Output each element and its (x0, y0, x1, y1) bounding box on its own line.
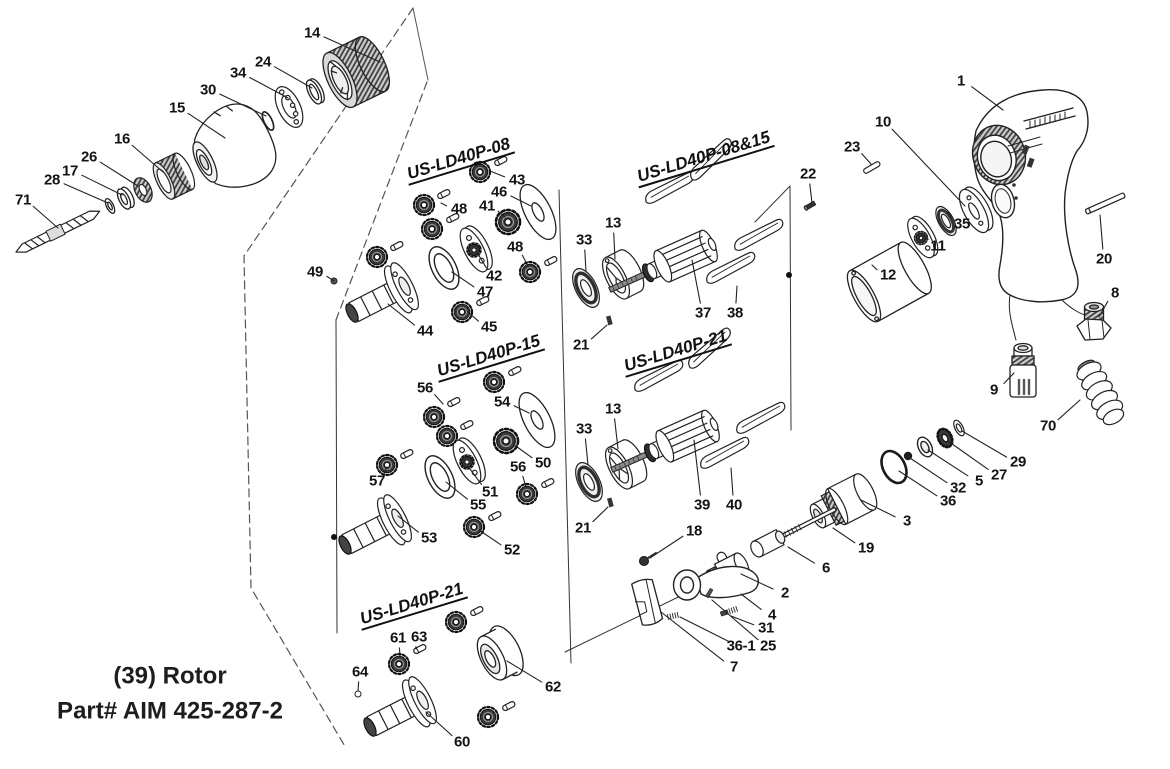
screw-18-drawing (639, 552, 657, 566)
rotor-group-21 (568, 326, 790, 508)
o-ring-36-drawing (880, 449, 908, 485)
bit-71-drawing (15, 210, 101, 253)
spindle-53-drawing (328, 490, 418, 571)
hose-fitting-70-drawing (1076, 359, 1125, 426)
housing-1-drawing (971, 89, 1089, 341)
washer-29-drawing (953, 419, 965, 437)
note-line-1: (39) Rotor (113, 662, 227, 690)
vane-40-drawing (629, 358, 688, 394)
boundary-lines (243, 7, 792, 749)
spindle-44-drawing (335, 258, 425, 339)
collar-14-drawing (322, 36, 391, 109)
washer-24-drawing (305, 78, 325, 105)
carrier-42-drawing (453, 221, 499, 277)
ring-28-drawing (104, 197, 116, 215)
gear-group-21 (353, 605, 524, 753)
pin-23-drawing (863, 161, 881, 174)
bushing-8-drawing (1076, 301, 1112, 341)
bearing-34-drawing (274, 86, 304, 128)
vane-38-drawing (640, 170, 699, 206)
leader-lines (32, 36, 1109, 737)
housing-logo-mark (1021, 144, 1030, 155)
hub-62-drawing (476, 625, 524, 681)
clutch-3-drawing (809, 473, 878, 529)
clutch-housing-15-drawing (192, 103, 277, 188)
trigger-7-drawing (631, 578, 664, 626)
gear-61-drawing (387, 652, 411, 676)
stem-6-19-drawing (750, 506, 837, 558)
washer-47-drawing (422, 241, 466, 295)
gear-group-15 (328, 365, 563, 571)
bearing-35-drawing (935, 205, 957, 237)
gear-group-08 (330, 155, 564, 339)
valve-9-drawing (1009, 342, 1037, 398)
nut-27-drawing (936, 427, 954, 449)
gear-41-drawing (494, 208, 522, 236)
cylinder-12-drawing (846, 241, 932, 323)
bearing-33b-drawing (568, 456, 610, 508)
plate-10-drawing (958, 186, 994, 234)
pin-20-drawing (1084, 192, 1126, 215)
washer-17-drawing (116, 186, 135, 210)
pin-25-drawing (705, 588, 714, 599)
washer-54-drawing (511, 386, 563, 454)
spring-36-1-drawing (666, 611, 679, 620)
ball-64-drawing (354, 690, 362, 698)
rotor-group-0815 (565, 136, 788, 326)
spindle-60-drawing (353, 672, 443, 753)
pin-63-drawing (412, 643, 428, 656)
plate-11-drawing (907, 215, 939, 259)
pin-21b-drawing (607, 497, 614, 508)
pin-22-drawing (803, 200, 817, 211)
ring-5-drawing (916, 436, 934, 458)
pin-21-drawing (606, 315, 613, 326)
knurled-ring-16-drawing (152, 152, 196, 200)
note-line-2: Part# AIM 425-287-2 (57, 697, 283, 725)
spring-31-drawing (719, 606, 738, 617)
gear-50-drawing (492, 427, 520, 455)
spring-26-drawing (133, 177, 153, 203)
washer-46-drawing (512, 178, 564, 246)
ring-30-drawing (261, 111, 275, 131)
lever-4-drawing (672, 565, 759, 601)
